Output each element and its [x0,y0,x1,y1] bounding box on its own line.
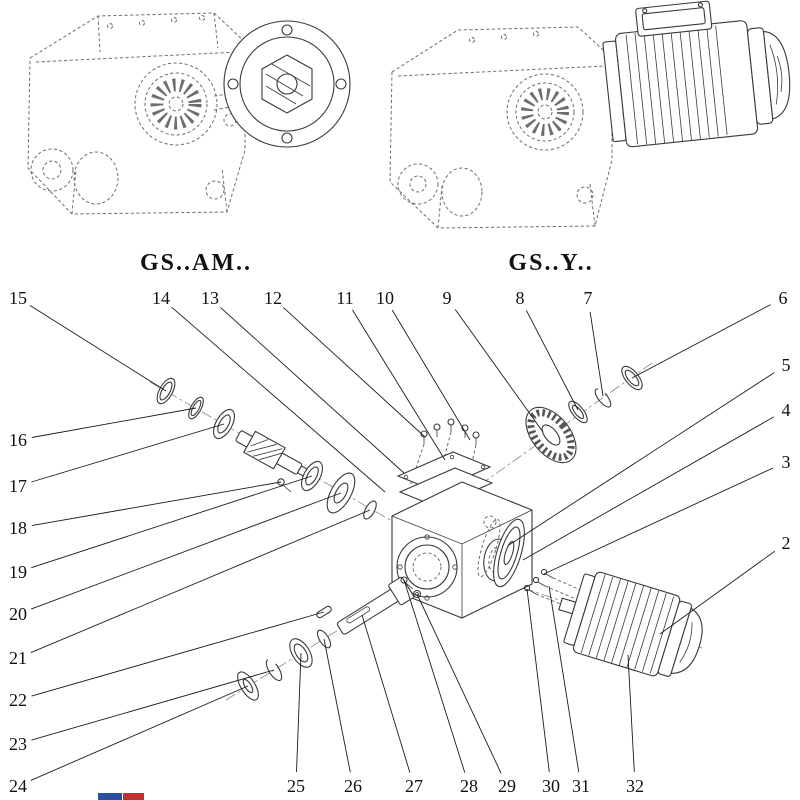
gearbox-am-drawing [27,12,351,215]
callout-number-7: 7 [584,288,593,308]
worm-shaft [235,430,311,479]
callout-number-8: 8 [516,288,525,308]
callout-number-12: 12 [264,288,282,308]
callout-number-17: 17 [9,476,27,496]
callout-leader-3 [543,467,774,575]
motor-top-drawing [602,0,791,148]
fan-cover [670,607,703,674]
callout-leader-29 [416,593,502,774]
worm-shaft-parts [156,377,377,520]
callout-number-31: 31 [572,776,590,796]
callout-number-22: 22 [9,690,27,710]
callout-number-20: 20 [9,604,27,624]
small-washer [412,589,422,599]
callout-leader-25 [296,652,302,773]
callout-leader-24 [30,685,249,781]
callout-leader-5 [508,372,775,546]
callout-leader-31 [548,585,580,773]
output-shaft [336,576,415,635]
screw [400,576,408,584]
model-label-gs-y: GS..Y.. [508,250,593,276]
callout-number-30: 30 [542,776,560,796]
callout-leader-11 [352,309,446,461]
cover-plate-set [396,418,494,508]
callout-number-13: 13 [201,288,219,308]
set-screw [277,478,285,486]
gear-set [525,365,643,464]
terminal-box [635,0,713,37]
callout-number-2: 2 [782,533,791,553]
callout-leader-8 [526,310,579,411]
callout-number-3: 3 [782,452,791,472]
callout-leader-21 [30,509,371,654]
output-flange [223,20,351,148]
callout-number-11: 11 [336,288,353,308]
callout-leader-27 [361,614,411,773]
callout-leader-22 [31,611,325,697]
callout-number-29: 29 [498,776,516,796]
callout-leader-6 [631,304,771,379]
callout-leader-20 [30,492,342,610]
callout-number-16: 16 [9,430,27,450]
callout-number-24: 24 [9,776,27,796]
callout-leader-2 [659,550,775,635]
callout-number-25: 25 [287,776,305,796]
callout-leader-16 [31,407,197,438]
callout-number-14: 14 [152,288,170,308]
callout-number-21: 21 [9,648,27,668]
callout-number-4: 4 [782,400,791,420]
callout-leader-12 [282,307,426,438]
callout-number-28: 28 [460,776,478,796]
callout-number-26: 26 [344,776,362,796]
callout-number-23: 23 [9,734,27,754]
logo-fragment-blue [98,793,122,800]
callout-leader-18 [31,481,282,527]
callout-number-15: 15 [9,288,27,308]
callout-leader-26 [323,638,351,773]
callout-leader-28 [403,579,466,773]
logo-fragment-red [123,793,144,800]
callout-number-9: 9 [443,288,452,308]
motor-drawing [558,571,703,677]
callout-number-18: 18 [9,518,27,538]
model-label-gs-am: GS..AM.. [140,250,252,276]
round-cover [493,518,525,588]
callout-number-27: 27 [405,776,423,796]
washer [568,400,588,424]
callout-leader-7 [589,311,604,397]
output-shaft-parts [237,576,422,701]
callout-leader-23 [31,669,275,741]
callout-leader-17 [31,423,225,483]
circlip [594,388,612,408]
callout-number-10: 10 [376,288,394,308]
callout-leader-32 [627,654,635,773]
gearbox-y-drawing [389,0,791,229]
circlip [265,658,283,682]
callout-number-19: 19 [9,562,27,582]
callout-leader-14 [171,306,386,493]
callout-number-32: 32 [626,776,644,796]
callout-leader-10 [391,309,471,441]
callout-leader-15 [29,305,167,392]
callout-number-5: 5 [782,355,791,375]
callout-leader-13 [220,307,405,474]
output-cover-set [477,518,584,608]
callout-number-6: 6 [779,288,788,308]
callout-leader-19 [31,475,313,569]
callout-leader-9 [454,309,544,433]
callout-leader-30 [526,588,550,773]
callout-leader-4 [522,416,775,561]
